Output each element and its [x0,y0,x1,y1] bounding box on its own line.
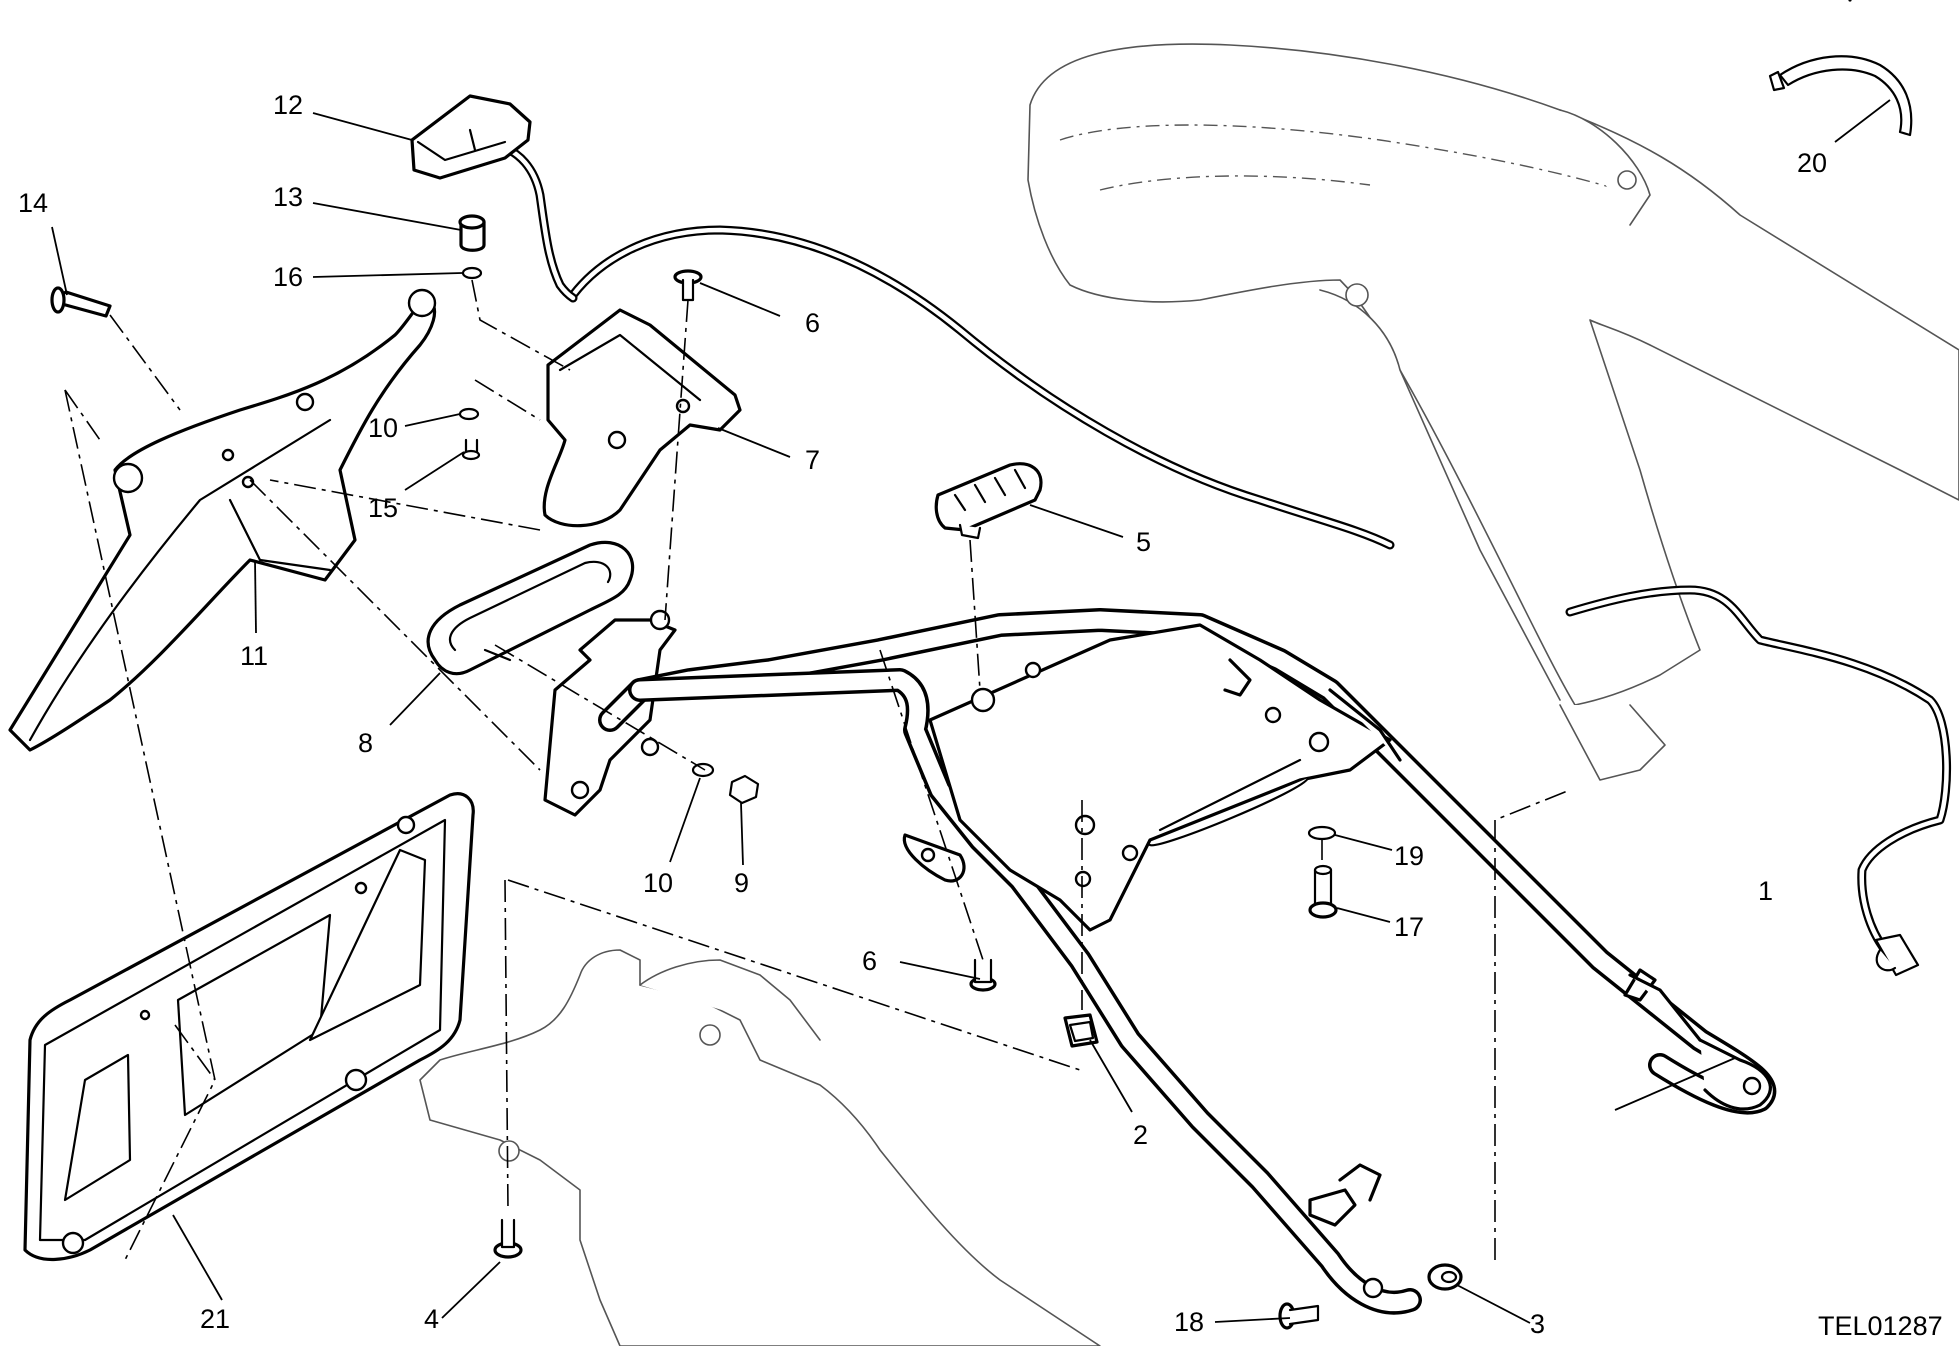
callout-6-bottom: 6 [862,946,877,976]
bolt-part-6-bottom [969,958,997,992]
washer-part-10-bottom [691,762,715,778]
drawing-code: TEL01287 [1818,1311,1943,1341]
rear-tail-ghost [1027,43,1959,781]
callout-7: 7 [805,445,820,475]
assembly-centerlines [64,279,1571,1261]
rubber-pad-part-5 [934,462,1043,540]
washer-part-3 [1427,1263,1463,1291]
callout-21: 21 [200,1304,230,1334]
callout-20: 20 [1797,148,1827,178]
bolt-part-18 [1278,1302,1320,1330]
rear-frame-part-1 [598,0,1852,1315]
screw-part-15 [461,438,481,461]
plate-light-cable [490,140,578,303]
spacer-part-13 [458,214,486,252]
callout-labels: 1 2 3 4 5 6 6 7 8 9 10 10 11 12 13 14 15… [18,90,1827,1339]
callout-16: 16 [273,262,303,292]
callout-10-bottom: 10 [643,868,673,898]
nut-part-9 [728,774,760,805]
callout-4: 4 [424,1304,439,1334]
callout-5: 5 [1136,527,1151,557]
callout-15: 15 [368,493,398,523]
callout-1: 1 [1758,876,1773,906]
under-tray-ghost [419,949,1101,1346]
callout-17: 17 [1394,912,1424,942]
bolt-part-17 [1308,864,1338,919]
washer-part-10-top [458,407,480,421]
cable-tie-part-20 [1768,55,1913,137]
light-support-part-7 [542,308,742,528]
washer-part-16 [461,266,483,280]
callout-2: 2 [1133,1120,1148,1150]
callout-6-top: 6 [805,308,820,338]
clip-nut-part-2 [1063,1013,1099,1048]
bolt-part-4 [493,1218,523,1259]
callout-18: 18 [1174,1307,1204,1337]
callout-8: 8 [358,728,373,758]
callout-9: 9 [734,868,749,898]
callout-13: 13 [273,182,303,212]
plate-light-part-12 [410,94,532,180]
bolt-part-6-top [673,269,703,302]
washer-part-19 [1307,825,1337,841]
leader-lines [51,99,1891,1324]
license-plate-part-21 [23,792,475,1262]
callout-14: 14 [18,188,48,218]
callout-19: 19 [1394,841,1424,871]
reflector-part-8 [426,540,635,676]
callout-3: 3 [1530,1309,1545,1339]
wiring-harness [568,225,1952,977]
callout-12: 12 [273,90,303,120]
bolt-part-14 [50,286,112,318]
callout-10-top: 10 [368,413,398,443]
plate-holder-part-11 [8,288,437,752]
callout-11: 11 [240,641,268,671]
